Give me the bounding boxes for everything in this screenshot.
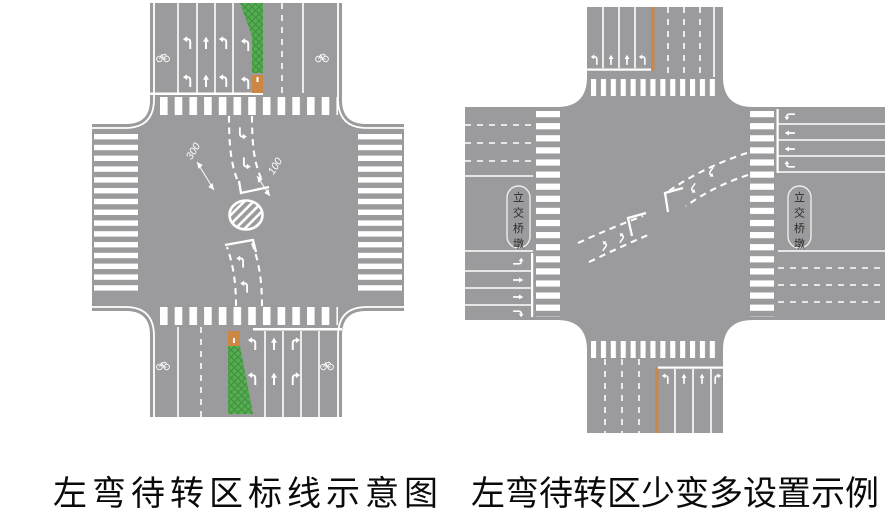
stop-line <box>150 92 263 95</box>
north-approach-markings <box>587 7 715 77</box>
svg-text:桥: 桥 <box>794 222 805 235</box>
south-approach-markings <box>156 327 342 417</box>
crosswalks <box>536 79 774 358</box>
crosswalk-south <box>591 341 719 358</box>
north-approach-markings <box>150 3 329 95</box>
stop-line <box>776 109 779 173</box>
median-green-south <box>228 346 253 414</box>
east-arm-markings: 立 交 桥 墩 <box>776 109 885 303</box>
median-line-north <box>651 7 655 71</box>
waiting-area-stop-bracket <box>663 186 684 213</box>
svg-text:墩: 墩 <box>513 237 524 251</box>
median-line-south <box>655 368 659 433</box>
central-island <box>228 199 264 231</box>
waiting-area-diagonal <box>577 151 749 263</box>
bridge-pier-label-west: 立 交 桥 墩 <box>506 185 531 251</box>
road-surface <box>465 7 885 433</box>
svg-text:墩: 墩 <box>794 237 805 251</box>
right-intersection-diagram: 立 交 桥 墩 立 交 桥 墩 <box>465 7 885 433</box>
svg-text:交: 交 <box>794 206 805 220</box>
right-diagram-caption: 左弯待转区少变多设置示例 <box>471 475 879 513</box>
crosswalk-north <box>160 97 338 115</box>
crosswalks <box>94 97 402 325</box>
svg-text:立: 立 <box>513 190 524 204</box>
curb-lines <box>92 0 404 417</box>
curb-lines <box>465 7 885 433</box>
bridge-pier-label-east: 立 交 桥 墩 <box>787 185 812 251</box>
waiting-area-south <box>224 238 264 307</box>
crosswalk-east <box>750 111 774 317</box>
svg-text:交: 交 <box>513 206 524 220</box>
svg-text:立: 立 <box>794 190 805 204</box>
waiting-area-north <box>227 115 270 195</box>
waiting-area-stop-bracket <box>626 211 647 237</box>
stop-line <box>253 328 342 331</box>
left-intersection-diagram: 300 100 <box>92 0 404 417</box>
median-green-north <box>240 3 263 73</box>
crosswalk-north <box>591 79 719 96</box>
waiting-area-stop-bracket <box>224 238 258 253</box>
stop-line <box>658 366 723 369</box>
crosswalk-west <box>94 134 138 296</box>
median-tip-north <box>252 75 263 93</box>
left-diagram-caption: 左弯待转区标线示意图 <box>53 475 443 513</box>
south-approach-markings <box>604 359 723 433</box>
crosswalk-east <box>358 134 402 296</box>
waiting-area-stop-bracket <box>237 180 270 195</box>
stop-line <box>531 253 534 317</box>
west-arm-markings: 立 交 桥 墩 <box>465 124 534 317</box>
svg-text:桥: 桥 <box>513 222 524 235</box>
crosswalk-west <box>536 111 560 317</box>
crosswalk-south <box>160 307 338 325</box>
stop-line <box>587 68 651 71</box>
